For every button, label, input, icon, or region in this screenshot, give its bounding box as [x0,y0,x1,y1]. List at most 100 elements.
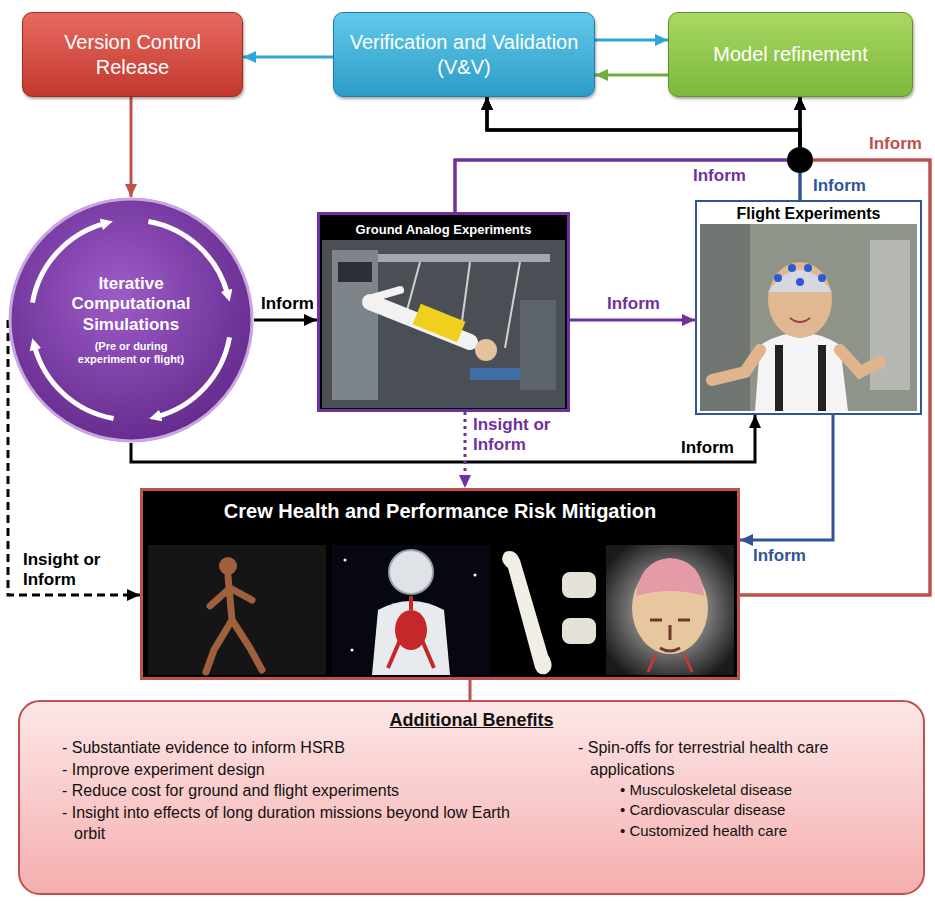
connector-line [469,680,472,700]
process-box: Model refinement [668,12,913,97]
node-text: Verification and Validation (V&V) [348,30,580,80]
image-star [344,559,347,562]
photo-ground [322,240,565,408]
node-text: - Improve experiment design [62,759,542,781]
image-vessels [648,654,692,672]
node-text: (Pre or during experiment or flight) [72,340,190,366]
circle-border [10,199,252,441]
photo-bar [378,254,550,262]
connector [740,415,833,540]
photo-head [768,262,832,338]
connector [131,415,755,462]
connector [254,320,317,321]
connector-line [243,56,333,59]
node-text: • Cardiovascular disease [578,800,903,820]
simulation-circle: Iterative Computational Simulations (Pre … [8,197,254,443]
image-suit [372,601,450,675]
box-flight [695,200,922,415]
connector-line [799,97,802,147]
connector-label: Inform [680,438,735,458]
image-runner-bg [148,545,326,675]
risk-box: Crew Health and Performance Risk Mitigat… [140,488,740,680]
photo-machine [332,250,378,400]
image-vertebra [562,618,596,644]
photo-electrode [796,278,804,286]
connector-line [595,74,668,77]
connector-line [130,97,133,197]
photo-electrode [804,264,812,272]
experiment-box: Flight Experiments [695,200,922,415]
image-femur [502,551,551,674]
photo-legs [372,290,405,312]
photo-mouth [790,318,810,322]
image-vertebra [562,572,596,598]
connector-line [254,319,317,322]
benefits-column: - Spin-offs for terrestrial health care … [542,737,903,845]
connector [570,320,695,321]
image-face [650,620,690,651]
image-runner [206,576,262,672]
photo-stand [520,300,556,390]
node-text: • Musculoskeletal disease [578,780,903,800]
node-text: Ground Analog Experiments [320,222,567,237]
photo-electrode [788,264,796,272]
release-box: Version Control Release [22,12,243,97]
box-crew [140,488,740,680]
connector-line [487,97,800,147]
photo-electrode [774,274,782,282]
circle-fill [9,198,253,442]
box-ground [317,212,570,412]
benefits-column: - Substantiate evidence to inform HSRB- … [40,737,542,845]
connector-line [131,415,755,462]
connector [740,97,930,595]
connector-line [487,97,800,147]
image-brain [636,558,704,596]
connector-line [464,412,467,488]
connector-label: Inform [812,176,867,196]
photo-electrode [818,274,826,282]
image-helmet [389,550,433,594]
photo-strap [775,345,783,411]
connector [487,97,800,200]
photo-harness [413,304,466,342]
benefits-columns: - Substantiate evidence to inform HSRB- … [40,737,903,845]
junction-dot [787,147,813,173]
image-space-bg [332,545,490,675]
connector-label: Inform [260,294,315,314]
connector-line [799,97,802,147]
node-text: Version Control Release [37,30,228,80]
node-text: Additional Benefits [389,710,553,731]
image-star [474,574,477,577]
node-text: Crew Health and Performance Risk Mitigat… [143,500,737,523]
photo-strap [818,345,826,411]
photo-head [475,339,497,361]
node-text: - Spin-offs for terrestrial health care … [578,737,903,780]
connector-line [799,173,802,200]
photo-panel [338,262,372,282]
photo-arm [840,350,880,372]
node-text: - Reduce cost for ground and flight expe… [62,780,542,802]
connector-label: Insight or Inform [22,550,116,590]
connector-line [487,97,800,147]
connector [455,97,800,212]
node-text: Flight Experiments [697,205,920,223]
photo-cap [768,270,832,292]
connector-line [595,39,668,42]
connector-line [799,97,802,147]
connector [595,40,668,41]
node-text: - Insight into effects of long duration … [62,802,542,845]
connector-line [799,173,802,200]
benefits-box: Additional Benefits - Substantiate eviden… [18,700,925,895]
photo-flight [700,224,917,411]
connector-label: Insight or Inform [472,415,566,455]
node-text: • Customized health care [578,821,903,841]
node-text: - Substantiate evidence to inform HSRB [62,737,542,759]
connector-line [570,319,695,322]
image-star [351,649,354,652]
image-head-bg [606,545,734,675]
node-text: Iterative Computational Simulations [56,274,206,335]
connector-line [740,415,833,540]
connector-label: Inform [752,546,807,566]
process-box: Verification and Validation (V&V) [333,12,595,97]
